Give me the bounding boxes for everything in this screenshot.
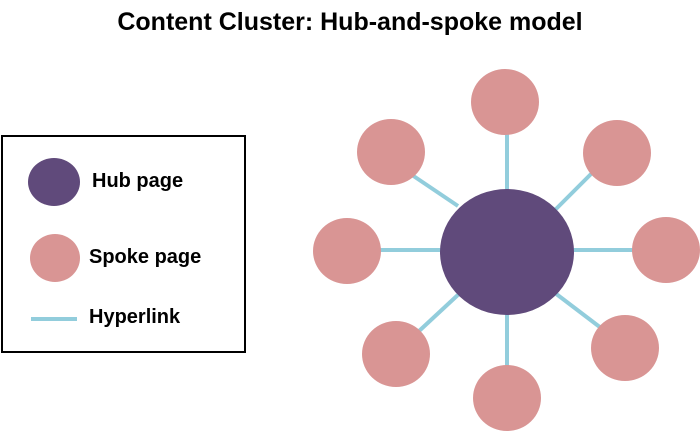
- spoke-pages: [313, 69, 700, 431]
- spoke-page-bottom: [473, 365, 541, 431]
- legend: [1, 135, 246, 353]
- hyperlink-top-left: [410, 173, 460, 208]
- hyperlink-bottom-right: [553, 291, 607, 333]
- spoke-page-right: [632, 217, 700, 283]
- spoke-page-bottom-left: [362, 321, 430, 387]
- legend-hub-symbol: [28, 158, 80, 206]
- hyperlink-top-right: [553, 166, 599, 212]
- legend-spoke-symbol: [30, 234, 80, 282]
- hyperlink-bottom-left: [416, 291, 462, 334]
- spoke-page-top-right: [583, 120, 651, 186]
- legend-link-label: Hyperlink: [89, 306, 181, 328]
- legend-spoke-label: Spoke page: [89, 246, 202, 268]
- spoke-page-bottom-right: [591, 315, 659, 381]
- legend-hub-label: Hub page: [92, 170, 184, 192]
- hub-page: [440, 189, 574, 315]
- spoke-page-top: [471, 69, 539, 135]
- diagram-title: Content Cluster: Hub-and-spoke model: [117, 8, 583, 36]
- spoke-page-top-left: [357, 119, 425, 185]
- hyperlinks: [380, 132, 636, 370]
- spoke-page-left: [313, 218, 381, 284]
